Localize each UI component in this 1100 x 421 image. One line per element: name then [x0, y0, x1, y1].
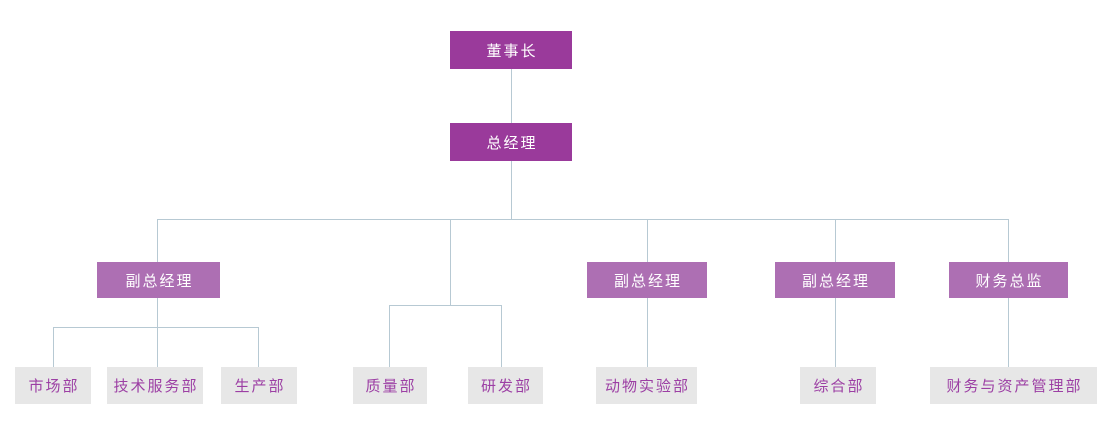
org-node-label: 财务与资产管理部: [946, 378, 1083, 395]
org-node-quality-dept: 质量部: [353, 367, 427, 404]
org-node-general-manager: 总经理: [450, 123, 572, 161]
connector-main-horizontal: [157, 219, 1008, 220]
org-node-label: 总经理: [486, 134, 538, 152]
connector-to-production: [258, 327, 259, 367]
org-node-deputy-gm-2: 副总经理: [587, 262, 707, 298]
org-node-label: 动物实验部: [604, 378, 690, 395]
org-node-label: 董事长: [486, 42, 538, 60]
connector-to-general: [835, 298, 836, 367]
org-node-label: 副总经理: [801, 272, 870, 290]
connector-to-animal-lab: [647, 298, 648, 367]
connector-drop-exec1: [157, 219, 158, 262]
org-node-label: 质量部: [365, 378, 417, 395]
org-node-deputy-gm-3: 副总经理: [775, 262, 895, 298]
org-node-label: 生产部: [234, 378, 286, 395]
org-node-label: 综合部: [813, 378, 865, 395]
org-node-marketing-dept: 市场部: [15, 367, 91, 404]
org-node-general-affairs-dept: 综合部: [800, 367, 876, 404]
connector-drop-exec2: [647, 219, 648, 262]
connector-middle-split: [389, 305, 501, 306]
org-node-deputy-gm-1: 副总经理: [97, 262, 220, 298]
connector-exec1-down: [157, 298, 158, 367]
org-node-animal-lab-dept: 动物实验部: [596, 367, 697, 404]
connector-exec1-split: [53, 327, 258, 328]
connector-gm-trunk: [511, 161, 512, 219]
connector-drop-cfo: [1008, 219, 1009, 262]
org-node-label: 市场部: [28, 378, 80, 395]
org-node-label: 研发部: [480, 378, 532, 395]
org-node-chairman: 董事长: [450, 31, 572, 69]
connector-chairman-gm: [511, 69, 512, 123]
org-node-production-dept: 生产部: [221, 367, 297, 404]
connector-drop-middle: [450, 219, 451, 305]
org-node-label: 副总经理: [125, 272, 194, 290]
org-node-finance-asset-dept: 财务与资产管理部: [930, 367, 1097, 404]
org-node-rnd-dept: 研发部: [468, 367, 543, 404]
connector-to-quality: [389, 305, 390, 367]
connector-to-rnd: [501, 305, 502, 367]
org-node-label: 财务总监: [975, 272, 1044, 290]
org-node-label: 副总经理: [613, 272, 682, 290]
connector-drop-exec3: [835, 219, 836, 262]
org-node-label: 技术服务部: [113, 378, 199, 395]
connector-to-marketing: [53, 327, 54, 367]
org-node-finance-director: 财务总监: [949, 262, 1068, 298]
connector-to-finance-dept: [1008, 298, 1009, 367]
org-node-tech-service-dept: 技术服务部: [107, 367, 203, 404]
